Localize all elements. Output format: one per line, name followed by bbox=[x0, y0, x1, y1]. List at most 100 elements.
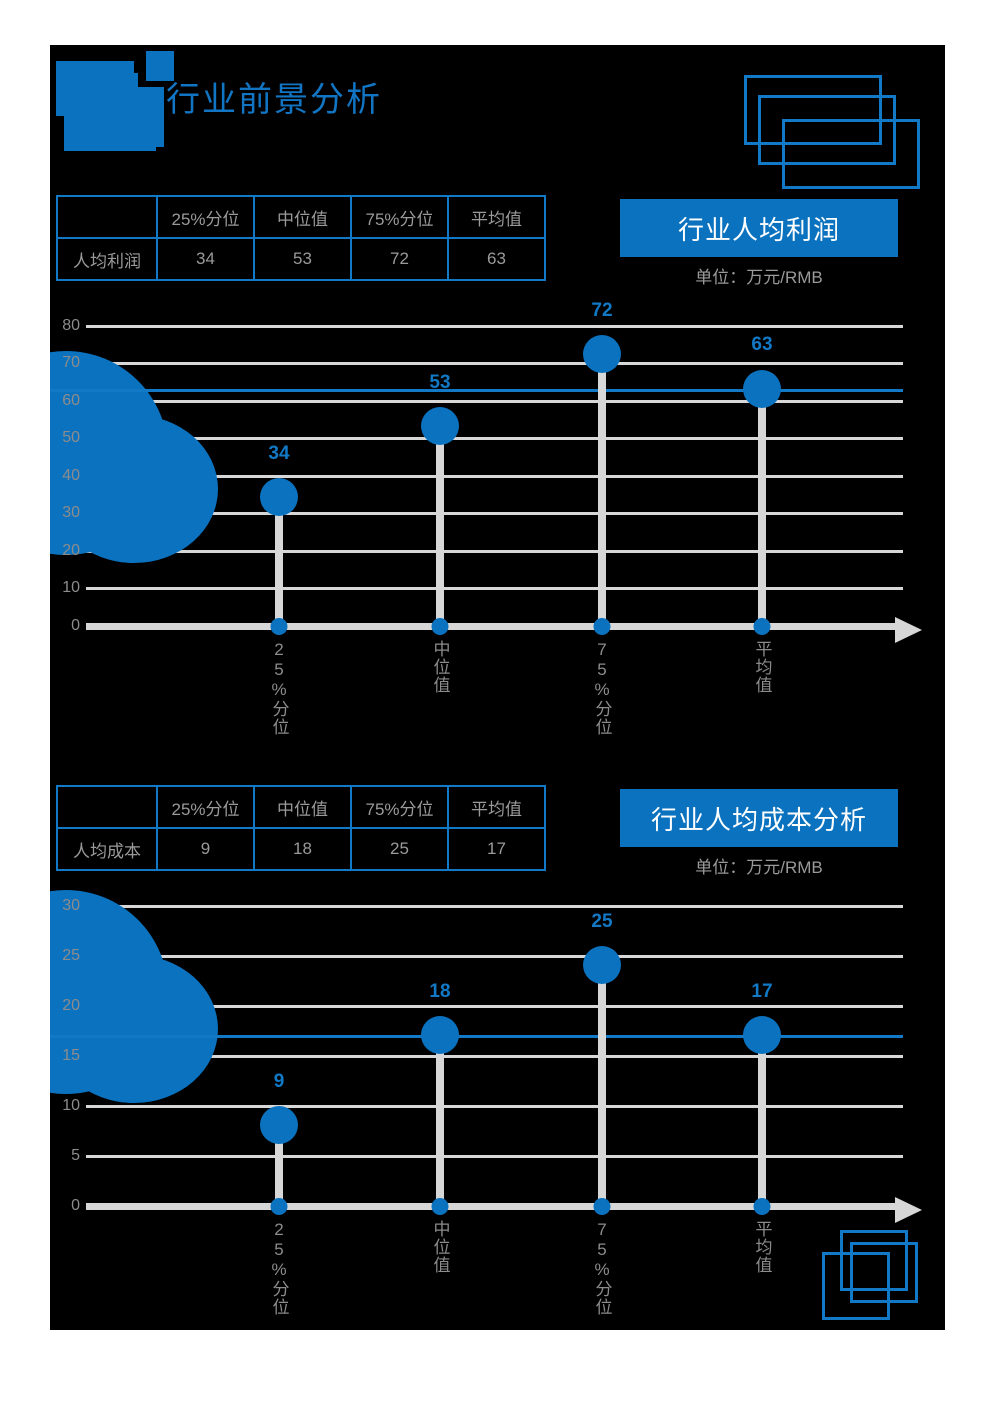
y-axis-tick-label: 40 bbox=[62, 467, 80, 484]
table-header-cell: 平均值 bbox=[447, 195, 546, 239]
baseline-marker bbox=[270, 1198, 288, 1215]
data-label: 34 bbox=[268, 443, 290, 464]
x-axis-category-label: 中位值 bbox=[430, 640, 450, 694]
x-axis-category-label: 25%分位 bbox=[269, 1220, 289, 1316]
x-axis-category-label: 平均值 bbox=[752, 640, 772, 694]
baseline-marker bbox=[593, 618, 611, 635]
stem bbox=[436, 1035, 444, 1205]
y-axis-tick-label: 0 bbox=[71, 617, 80, 634]
table-header-cell: 中位值 bbox=[253, 195, 352, 239]
marker bbox=[743, 1016, 781, 1054]
stats-table-profit: 25%分位 中位值 75%分位 平均值 人均利润 34 53 72 63 bbox=[56, 195, 546, 281]
x-axis-line bbox=[86, 1203, 903, 1210]
section-banner-cost: 行业人均成本分析 bbox=[620, 789, 898, 847]
plot-area-cost: 30 25 20 15 10 5 0 9 25%分位 bbox=[50, 890, 945, 1330]
gridline bbox=[86, 362, 903, 365]
table-value-cell: 9 bbox=[156, 827, 255, 871]
marker bbox=[583, 946, 621, 984]
data-label: 53 bbox=[429, 372, 451, 393]
baseline-marker bbox=[270, 618, 288, 635]
poster-canvas: 行业前景分析 25%分位 中位值 75%分位 平均值 人均利润 34 53 bbox=[50, 45, 945, 1330]
y-axis-tick-label: 25 bbox=[62, 947, 80, 964]
y-axis-tick-label: 15 bbox=[62, 1047, 80, 1064]
y-axis-tick-label: 80 bbox=[62, 317, 80, 334]
baseline-marker bbox=[753, 618, 771, 635]
x-axis-category-label: 25%分位 bbox=[269, 640, 289, 736]
x-axis-arrow-icon bbox=[895, 1197, 922, 1223]
baseline-marker bbox=[431, 618, 449, 635]
data-point-mean: 63 平均值 bbox=[742, 315, 782, 694]
gridline bbox=[86, 905, 903, 908]
table-value-cell: 17 bbox=[447, 827, 546, 871]
stem bbox=[758, 1035, 766, 1205]
stem bbox=[436, 425, 444, 625]
marker bbox=[421, 407, 459, 445]
gridline bbox=[86, 1105, 903, 1108]
chart-cost: 30 25 20 15 10 5 0 9 25%分位 bbox=[50, 890, 945, 1330]
section-banner-subtitle-cost: 单位：万元/RMB bbox=[695, 858, 823, 877]
gridline bbox=[86, 475, 903, 478]
data-point-q75: 25 75%分位 bbox=[582, 895, 622, 1316]
x-axis-category-label: 75%分位 bbox=[592, 1220, 612, 1316]
x-axis-category-label: 75%分位 bbox=[592, 640, 612, 736]
y-axis-tick-label: 70 bbox=[62, 354, 80, 371]
data-label: 18 bbox=[429, 981, 451, 1002]
data-point-mean: 17 平均值 bbox=[742, 895, 782, 1274]
table-value-cell: 25 bbox=[350, 827, 449, 871]
baseline-marker bbox=[431, 1198, 449, 1215]
gridline bbox=[86, 1005, 903, 1008]
gridline bbox=[86, 1155, 903, 1158]
gridline bbox=[86, 325, 903, 328]
table-header-cell: 75%分位 bbox=[350, 785, 449, 829]
gridline bbox=[86, 512, 903, 515]
baseline-marker bbox=[593, 1198, 611, 1215]
table-value-cell: 53 bbox=[253, 237, 352, 281]
stem bbox=[275, 1125, 283, 1205]
table-row: 人均成本 9 18 25 17 bbox=[56, 827, 546, 871]
y-axis-tick-label: 50 bbox=[62, 429, 80, 446]
x-axis-category-label: 平均值 bbox=[752, 1220, 772, 1274]
data-label: 25 bbox=[591, 911, 613, 932]
data-label: 72 bbox=[591, 300, 613, 321]
marker bbox=[583, 335, 621, 373]
average-reference-line bbox=[50, 389, 903, 392]
table-row-label: 人均利润 bbox=[56, 237, 158, 281]
table-corner-cell bbox=[56, 195, 158, 239]
stem bbox=[758, 387, 766, 625]
data-point-median: 53 中位值 bbox=[420, 315, 460, 694]
header-decoration-squares bbox=[50, 45, 350, 175]
gridline bbox=[86, 437, 903, 440]
section-banner-subtitle-profit: 单位：万元/RMB bbox=[695, 268, 823, 287]
gridline bbox=[86, 955, 903, 958]
data-label: 17 bbox=[751, 981, 773, 1002]
footer-decoration-rectangles bbox=[822, 1230, 937, 1325]
header-decoration-rectangles bbox=[730, 45, 940, 190]
table-header-cell: 25%分位 bbox=[156, 785, 255, 829]
table-row-label: 人均成本 bbox=[56, 827, 158, 871]
y-axis-tick-label: 60 bbox=[62, 392, 80, 409]
table-row: 25%分位 中位值 75%分位 平均值 bbox=[56, 195, 546, 239]
page-title: 行业前景分析 bbox=[166, 81, 382, 119]
stats-table-cost: 25%分位 中位值 75%分位 平均值 人均成本 9 18 25 17 bbox=[56, 785, 546, 871]
stem bbox=[598, 353, 606, 625]
marker bbox=[260, 478, 298, 516]
y-axis-tick-label: 30 bbox=[62, 504, 80, 521]
stem bbox=[598, 965, 606, 1205]
marker bbox=[743, 370, 781, 408]
table-row: 人均利润 34 53 72 63 bbox=[56, 237, 546, 281]
data-point-q25: 9 25%分位 bbox=[259, 895, 299, 1316]
y-axis-tick-label: 20 bbox=[62, 997, 80, 1014]
gridline bbox=[86, 1055, 903, 1058]
y-axis-tick-label: 30 bbox=[62, 897, 80, 914]
data-point-q75: 72 75%分位 bbox=[582, 300, 622, 736]
table-value-cell: 34 bbox=[156, 237, 255, 281]
marker bbox=[421, 1016, 459, 1054]
data-point-q25: 34 25%分位 bbox=[259, 315, 299, 736]
table-row: 25%分位 中位值 75%分位 平均值 bbox=[56, 785, 546, 829]
stem bbox=[275, 497, 283, 625]
x-axis-line bbox=[86, 623, 903, 630]
table-value-cell: 63 bbox=[447, 237, 546, 281]
data-label: 9 bbox=[273, 1071, 285, 1092]
table-value-cell: 18 bbox=[253, 827, 352, 871]
table-header-cell: 25%分位 bbox=[156, 195, 255, 239]
